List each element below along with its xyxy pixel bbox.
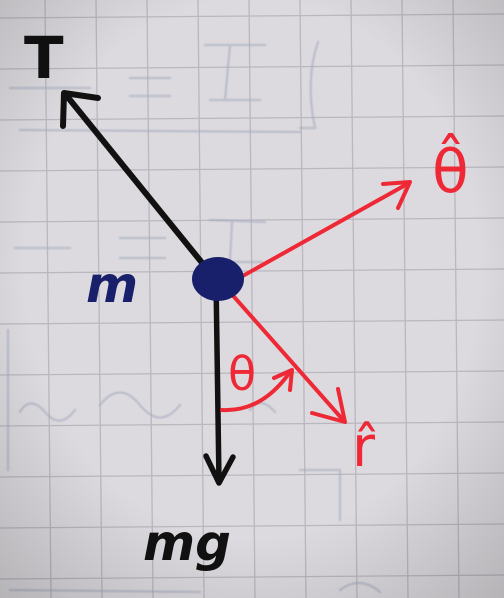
graph-paper-diagram: T m mg θ̂ r̂ θ — [0, 0, 504, 598]
diagram-stage: T m mg θ̂ r̂ θ — [0, 0, 504, 598]
photo-vignette — [0, 0, 504, 598]
